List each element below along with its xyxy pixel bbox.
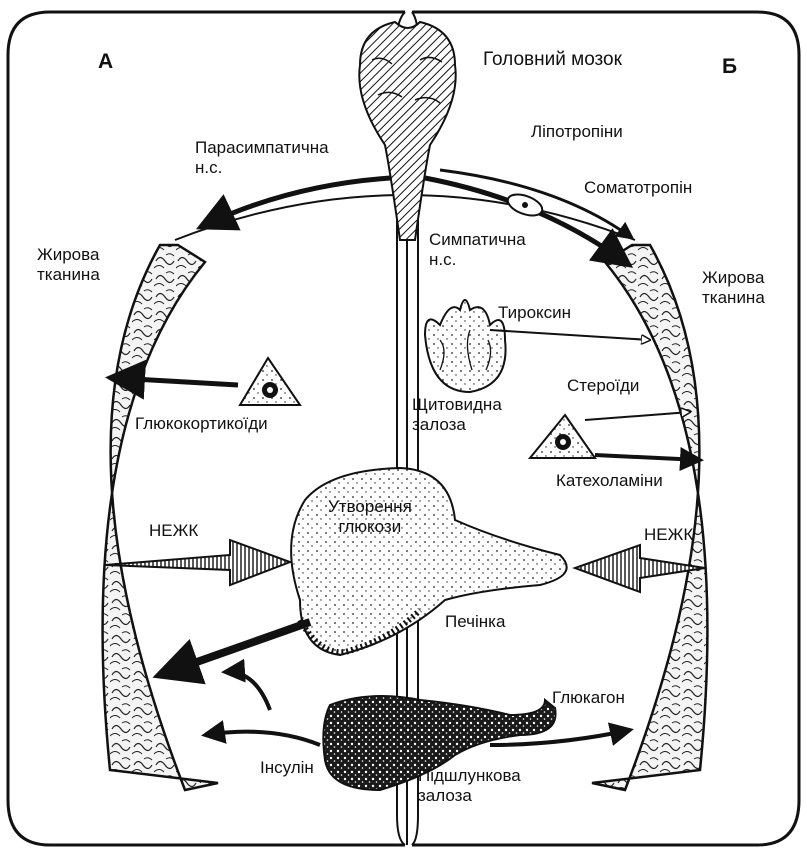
brain-icon bbox=[359, 22, 455, 240]
adrenal-gland-right-icon bbox=[530, 415, 595, 458]
catecholamines-arrow bbox=[595, 455, 700, 460]
panel-a-letter: А bbox=[98, 52, 113, 72]
thyroxine-label: Тироксин bbox=[498, 303, 571, 323]
gluconeogenesis-label: Утворення глюкози bbox=[328, 497, 412, 537]
lipotropins-label: Ліпотропіни bbox=[531, 122, 623, 142]
thyroxine-arrow bbox=[490, 330, 650, 340]
nefa-left-arrow bbox=[105, 540, 290, 585]
insulin-arrow bbox=[205, 732, 320, 745]
brain-label: Головний мозок bbox=[483, 50, 622, 70]
thyroid-label: Щитовидна залоза bbox=[412, 395, 502, 435]
curved-return-arrow bbox=[225, 672, 270, 710]
right-adipose-label: Жирова тканина bbox=[702, 268, 765, 308]
nefa-right-label: НЕЖК bbox=[644, 525, 693, 545]
panel-b-letter: Б bbox=[722, 57, 737, 77]
parasympathetic-label: Парасимпатична н.с. bbox=[195, 138, 329, 178]
left-adipose-label: Жирова тканина bbox=[37, 245, 100, 285]
glucocorticoids-label: Глюкокортикоїди bbox=[135, 414, 268, 434]
nefa-left-label: НЕЖК bbox=[149, 521, 198, 541]
glucagon-label: Глюкагон bbox=[552, 688, 625, 708]
liver-label: Печінка bbox=[445, 612, 505, 632]
thyroid-icon bbox=[425, 300, 506, 392]
adrenal-gland-left-icon bbox=[240, 358, 300, 405]
left-adipose-band bbox=[103, 245, 218, 790]
pancreas-label: Підшлункова залоза bbox=[418, 766, 521, 806]
right-adipose-band bbox=[592, 245, 707, 790]
insulin-label: Інсулін bbox=[260, 758, 314, 778]
sympathetic-label: Симпатична н.с. bbox=[429, 230, 526, 270]
parasympathetic-arrow bbox=[205, 178, 390, 225]
liver-to-adipose-arrow bbox=[160, 622, 310, 675]
steroids-label: Стероїди bbox=[567, 376, 639, 396]
somatotropin-label: Соматотропін bbox=[584, 178, 692, 198]
catecholamines-label: Катехоламіни bbox=[556, 471, 663, 491]
steroids-arrow bbox=[585, 412, 690, 420]
